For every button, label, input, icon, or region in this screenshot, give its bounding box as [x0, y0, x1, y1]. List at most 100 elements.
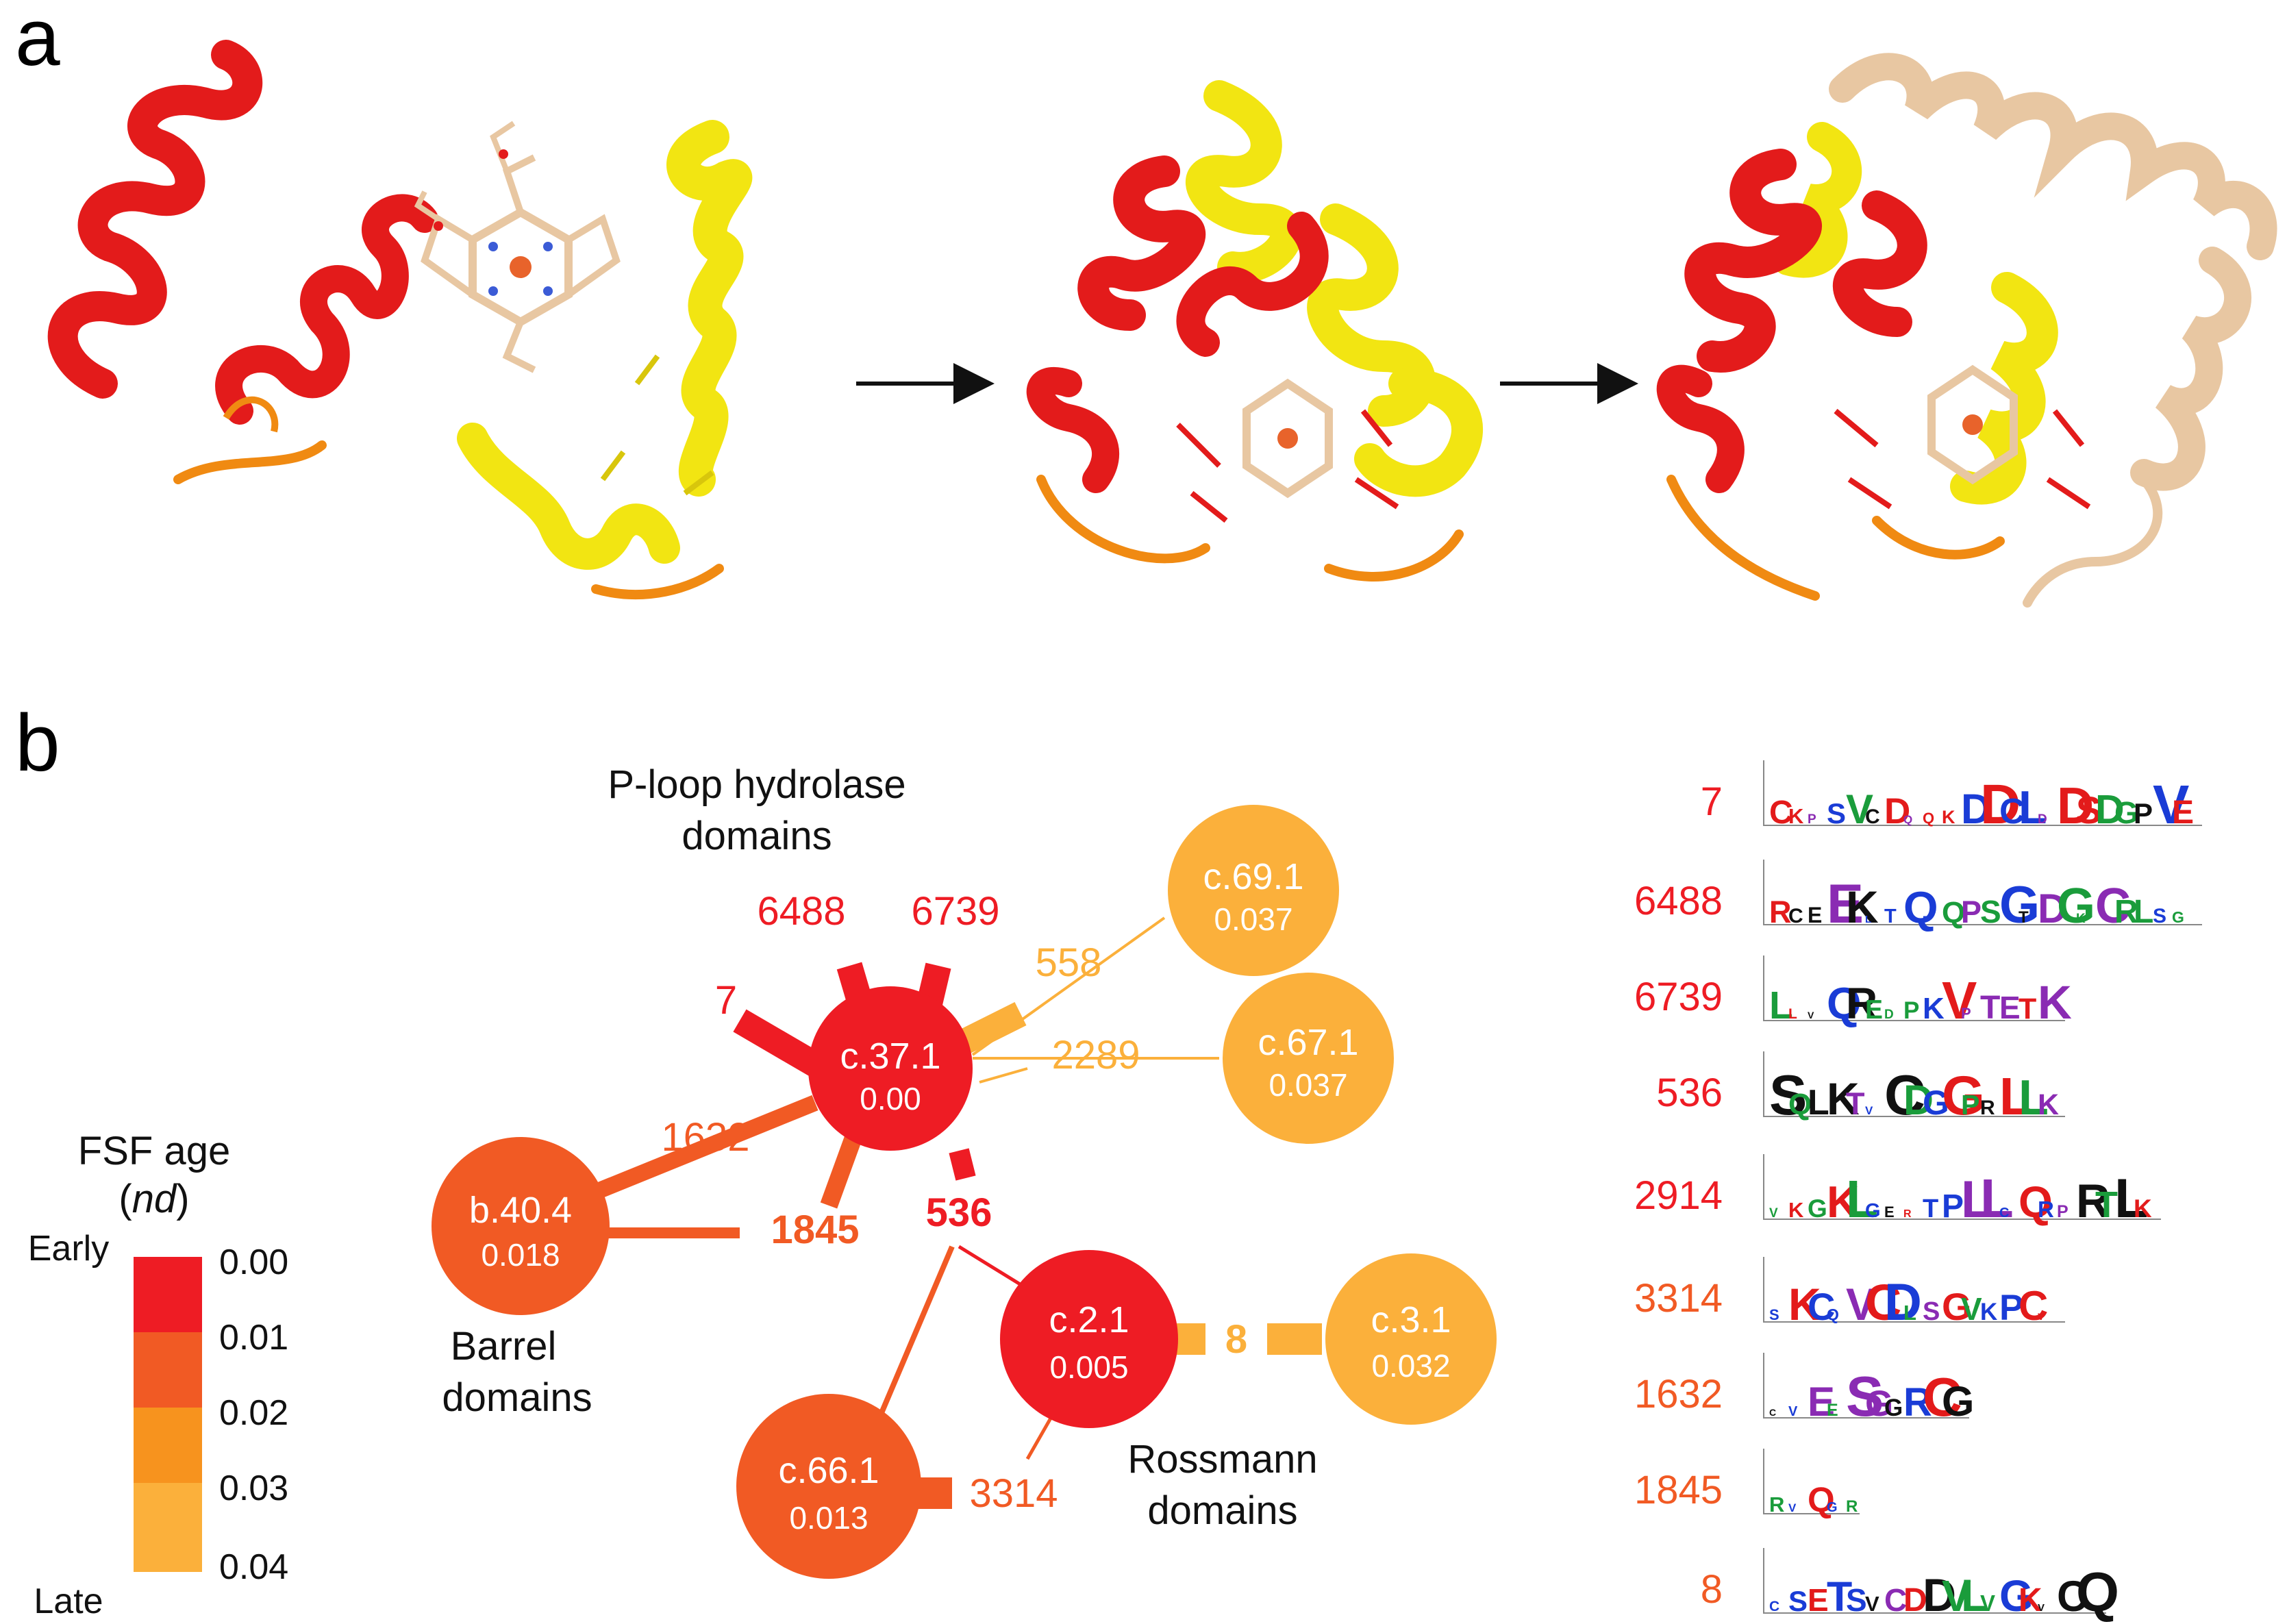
logo-glyph: R: [2076, 1175, 2110, 1227]
node-circle: [1000, 1250, 1178, 1428]
legend-tick-2: 0.02: [219, 1393, 288, 1433]
logo-glyph: G: [1999, 1571, 2034, 1621]
logo-glyph: V: [1961, 1291, 1982, 1327]
logo-glyph: P: [1961, 1089, 1979, 1121]
link-label-2289: 2289: [1051, 1033, 1140, 1077]
logo-glyph: G: [1942, 1285, 1972, 1328]
node-c3-1: c.3.1 0.032: [1325, 1253, 1497, 1425]
logo-glyph: R: [1846, 1497, 1858, 1516]
logo-glyph: C: [1788, 905, 1803, 927]
link-label-6488: 6488: [757, 889, 845, 934]
logo-glyph: G: [1942, 1065, 1985, 1127]
logo-glyph: C: [1999, 1205, 2009, 1221]
logo-glyph: Q: [1903, 813, 1912, 826]
link-label-1632: 1632: [661, 1115, 749, 1160]
panel-a-label: a: [15, 0, 60, 83]
logo-glyph: P: [2057, 1202, 2069, 1221]
logo-glyph: G: [1884, 1395, 1903, 1421]
legend-early-label: Early: [28, 1229, 109, 1269]
age-legend: FSF age (nd) Early Late 0.00 0.01 0.02 0…: [28, 1129, 288, 1621]
logo-glyph: C: [1999, 792, 2025, 832]
logo-glyph: Q: [1942, 896, 1965, 929]
logo-glyph: C: [1769, 795, 1793, 831]
legend-tick-0: 0.00: [219, 1242, 288, 1282]
logo-glyph: E: [1827, 873, 1864, 935]
logo-glyph: G: [1827, 1500, 1838, 1515]
node-age-label: 0.037: [1214, 901, 1292, 937]
cluster-label-ploop-line2: domains: [682, 814, 832, 858]
logo-glyph: E: [2172, 795, 2194, 831]
logo-glyph: S: [1769, 1306, 1779, 1323]
logo-glyph: T: [1980, 990, 2000, 1026]
logo-glyph: D: [1980, 773, 2021, 836]
logo-glyph: V: [1846, 786, 1873, 832]
logo-glyph: G: [1865, 1200, 1881, 1222]
legend-tick-1: 0.01: [219, 1318, 288, 1358]
logo-glyph: C: [2019, 1283, 2048, 1329]
logo-glyph: G: [1999, 876, 2040, 934]
logo-glyph: T: [1884, 905, 1897, 927]
logo-glyph: L: [1788, 1006, 1797, 1022]
logo-glyph: C: [1923, 1366, 1962, 1427]
logo-label: 1632: [1634, 1372, 1723, 1416]
logo-label: 8: [1701, 1567, 1723, 1612]
node-circle: [1168, 805, 1339, 976]
logo-glyph: P: [1808, 812, 1816, 827]
logo-glyph: K: [1788, 1279, 1821, 1329]
logo-glyph: T: [1846, 1086, 1865, 1121]
logo-glyph: V: [1865, 1592, 1879, 1616]
logo-glyph: C: [2057, 1573, 2088, 1621]
logo-glyph: L: [1999, 1067, 2032, 1126]
node-c2-1: c.2.1 0.005: [1000, 1250, 1178, 1428]
logo-glyph: P: [1999, 1288, 2023, 1328]
logo-glyph: L: [1980, 1168, 2014, 1229]
logo-glyph: K: [2076, 912, 2086, 926]
logo-glyph: R: [2114, 894, 2138, 930]
node-b40-4: b.40.4 0.018: [432, 1137, 610, 1315]
logo-glyph: S: [1769, 1063, 1807, 1127]
logo-glyph: K: [1827, 1177, 1859, 1227]
logo-glyph: D: [1923, 1569, 1956, 1621]
legend-swatch-2: [134, 1332, 202, 1408]
logo-glyph: C: [1865, 1274, 1901, 1331]
logo-glyph: K: [1980, 1299, 1997, 1325]
logo-glyph: S: [1788, 1585, 1808, 1617]
logo-glyph: E: [1808, 1379, 1835, 1425]
logo-glyph: V: [1942, 1571, 1971, 1621]
logo-glyph: L: [1865, 914, 1871, 925]
logo-glyph: K: [1827, 1073, 1860, 1124]
logo-glyph: V: [2153, 774, 2189, 835]
logo-glyph: S: [1846, 1364, 1884, 1428]
logo-glyph: P: [1942, 1188, 1964, 1225]
node-id-label: c.66.1: [778, 1450, 879, 1491]
node-id-label: c.69.1: [1203, 856, 1303, 897]
logo-glyph: G: [1808, 1195, 1827, 1223]
logo-label: 3314: [1634, 1276, 1723, 1321]
logo-label: 6488: [1634, 879, 1723, 923]
logo-glyph: E: [1808, 1582, 1829, 1618]
panel-b-label: b: [15, 698, 60, 788]
logo-glyph: S: [1980, 894, 2001, 929]
logo-glyph: G: [1923, 1084, 1949, 1122]
node-age-label: 0.005: [1049, 1349, 1128, 1385]
link-label-558: 558: [1036, 940, 1102, 985]
logo-glyph: V: [2038, 1311, 2045, 1322]
logo-glyph: T: [1827, 1573, 1852, 1620]
link-label-6739: 6739: [911, 889, 999, 934]
link-label-1845: 1845: [771, 1208, 859, 1252]
logo-glyph: T: [2019, 908, 2029, 927]
cluster-label-ploop-line1: P-loop hydrolase: [608, 762, 905, 807]
logo-glyph: Q: [1923, 810, 1934, 827]
node-circle: [432, 1137, 610, 1315]
logo-glyph: G: [1942, 1378, 1974, 1425]
cluster-label-barrel-line2: domains: [442, 1375, 592, 1420]
logo-label: 2914: [1634, 1173, 1723, 1218]
logo-glyph: Q: [1788, 1088, 1812, 1121]
legend-tick-4: 0.04: [219, 1547, 288, 1587]
logo-glyph: R: [1846, 979, 1877, 1028]
logo-glyph: D: [1884, 791, 1910, 832]
legend-swatch-3: [134, 1408, 202, 1483]
node-circle: [808, 986, 973, 1151]
